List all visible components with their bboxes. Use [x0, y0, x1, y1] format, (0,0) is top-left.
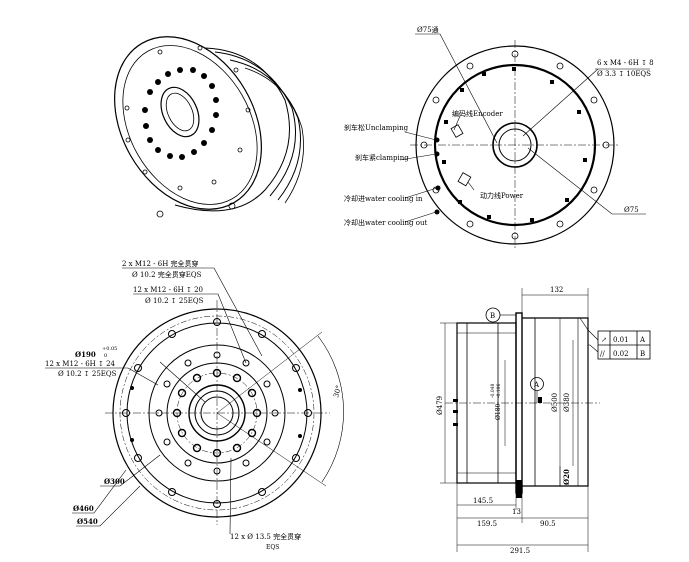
side-view	[440, 288, 651, 552]
iso-flange	[114, 36, 262, 210]
top-rim-holes	[442, 67, 587, 222]
m4-hole-spec: 6 x M4 - 6H ↧ 8	[597, 59, 654, 67]
through-drill-spec: Ø 10.2 完全贯穿EQS	[132, 270, 202, 279]
d300-label: Ø300	[104, 477, 125, 486]
d190-tol-upper: +0.05	[102, 346, 117, 352]
datum-b-label: B	[490, 312, 495, 320]
dim-145-5-label: 145.5	[473, 497, 493, 505]
bottom-hole-eqs: EQS	[266, 544, 279, 551]
gdt-runout-datum: A	[639, 336, 646, 344]
front-inner-holes	[172, 368, 262, 458]
power-port	[457, 172, 472, 187]
power-label: 动力线Power	[480, 191, 524, 200]
left-drill-spec: Ø 10.2 ↧ 25EQS	[58, 370, 117, 378]
d180-tol-lower: -0.106	[496, 383, 502, 398]
side-connectors	[453, 397, 542, 498]
gdt-parallel-datum: B	[640, 350, 645, 358]
top-view-labels: Ø75通 6 x M4 - 6H ↧ 8 Ø 3.3 ↧ 10EQS 编码线En…	[344, 25, 654, 227]
front-view-labels: 2 x M12 - 6H 完全贯穿 Ø 10.2 完全贯穿EQS 12 x M1…	[45, 259, 343, 551]
datum-a-bubble	[530, 377, 544, 391]
isometric-view	[114, 36, 304, 218]
datum-a-label: A	[533, 381, 540, 389]
dim-291-5-label: 291.5	[510, 547, 530, 555]
water-out-label: 冷却出water cooling out	[344, 218, 427, 227]
thread-hole-spec: 12 x M12 - 6H ↧ 20	[133, 286, 203, 294]
top-view	[399, 33, 650, 250]
brake-release-label: 刹车松Unclamping	[344, 123, 409, 132]
angle-label: 30°	[332, 384, 343, 398]
front-flange-holes	[122, 318, 312, 508]
front-view	[45, 267, 344, 535]
front-rim-dots	[130, 386, 302, 442]
dim-90-5-label: 90.5	[540, 520, 556, 528]
brake-clamp-label: 刹车紧clamping	[355, 153, 409, 162]
gdt-runout-value: 0.01	[613, 336, 629, 344]
encoder-port	[450, 124, 464, 138]
d540-label: Ø540	[77, 517, 98, 526]
diameter-75-through-label: Ø75通	[417, 25, 439, 34]
d190-label: Ø190	[75, 350, 96, 359]
gdt-runout-symbol: ↗	[601, 336, 607, 344]
d479-label: Ø479	[436, 396, 444, 415]
gdt-parallel-symbol: //	[600, 350, 605, 358]
bottom-hole-spec: 12 x Ø 13.5 完全贯穿	[230, 532, 301, 541]
water-in-label: 冷却进water cooling in	[344, 194, 423, 203]
d460-label: Ø460	[73, 504, 94, 513]
dim-13-label: 13	[512, 508, 521, 516]
d380-label: Ø380	[563, 393, 571, 412]
side-view-labels: 132 B A ↗ 0.01 A // 0.02 B Ø479 Ø180 -0.…	[436, 286, 646, 555]
side-dimensions	[440, 288, 589, 552]
encoder-label: 编码线Encoder	[452, 109, 503, 118]
d20-label: Ø20	[562, 469, 571, 485]
gdt-frame	[579, 317, 651, 360]
d190-tol-lower: 0	[104, 353, 107, 359]
front-mid-holes	[155, 351, 279, 475]
m4-drill-spec: Ø 3.3 ↧ 10EQS	[597, 70, 651, 78]
through-hole-spec: 2 x M12 - 6H 完全贯穿	[122, 259, 199, 268]
gdt-parallel-value: 0.02	[613, 350, 629, 358]
iso-bolt-holes	[142, 67, 219, 160]
d180-tol-upper: -0.048	[490, 383, 496, 398]
d500-label: Ø500	[551, 393, 559, 412]
thread-drill-spec: Ø 10.2 ↧ 25EQS	[145, 297, 204, 305]
d180-label: Ø180	[495, 403, 502, 420]
dim-132-label: 132	[550, 286, 563, 294]
dim-159-5-label: 159.5	[477, 520, 497, 528]
side-output-flange	[522, 317, 589, 487]
fluid-ports	[434, 137, 441, 215]
diameter-75-label: Ø75	[624, 206, 639, 214]
left-thread-spec: 12 x M12 - 6H ↧ 24	[45, 360, 116, 368]
